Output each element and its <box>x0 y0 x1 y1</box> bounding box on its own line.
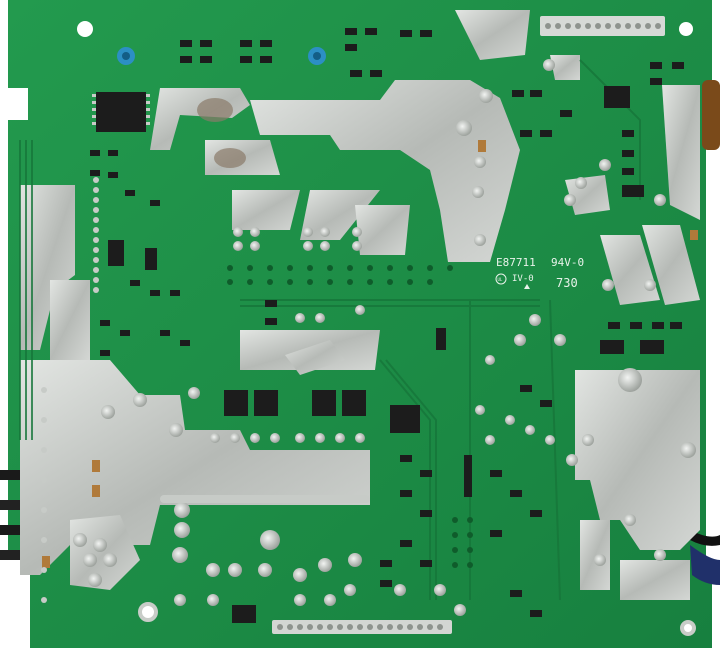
vias <box>227 265 473 568</box>
through-hole-pads <box>73 59 696 616</box>
header-top <box>540 16 665 36</box>
ic-center <box>390 405 420 433</box>
wire-bundle-left <box>0 470 38 560</box>
diode-pair-2 <box>640 340 664 354</box>
marking-rating: 94V-0 <box>551 256 584 269</box>
inductor-edge <box>702 80 720 150</box>
solder-blobs <box>197 98 246 168</box>
marking-code: IV-0 <box>512 274 534 284</box>
tan-caps <box>42 140 698 568</box>
pcb-markings: E87711 94V-0 UL IV-0 730 <box>495 256 584 290</box>
blue-caps <box>117 47 326 65</box>
smd-parts <box>90 28 684 617</box>
header-bottom <box>272 620 452 634</box>
triangle-mark <box>524 284 530 289</box>
ic-bottom-left <box>232 605 256 623</box>
pad-column-left <box>41 177 99 603</box>
ic-soic-left <box>92 92 150 132</box>
marking-num: 730 <box>556 276 578 290</box>
pad-row-heatsink <box>160 495 370 503</box>
diode-bar <box>622 185 644 197</box>
diode-pair-1 <box>600 340 624 354</box>
marking-ul: E87711 <box>496 256 536 269</box>
ic-chips <box>92 86 664 623</box>
wire-right <box>690 530 720 585</box>
ic-left-mid <box>108 240 124 266</box>
marking-logo: UL <box>498 277 503 282</box>
ic-small-right <box>604 86 630 108</box>
mounting-holes <box>77 21 696 636</box>
ul-logo <box>495 273 507 285</box>
ic-left-mid-2 <box>145 248 157 270</box>
component-bar <box>464 455 472 497</box>
ic-small-3 <box>436 328 446 350</box>
copper-pours <box>20 10 700 600</box>
mosfet-4 <box>342 390 366 416</box>
mosfet-2 <box>254 390 278 416</box>
mosfet-3 <box>312 390 336 416</box>
mosfet-1 <box>224 390 248 416</box>
